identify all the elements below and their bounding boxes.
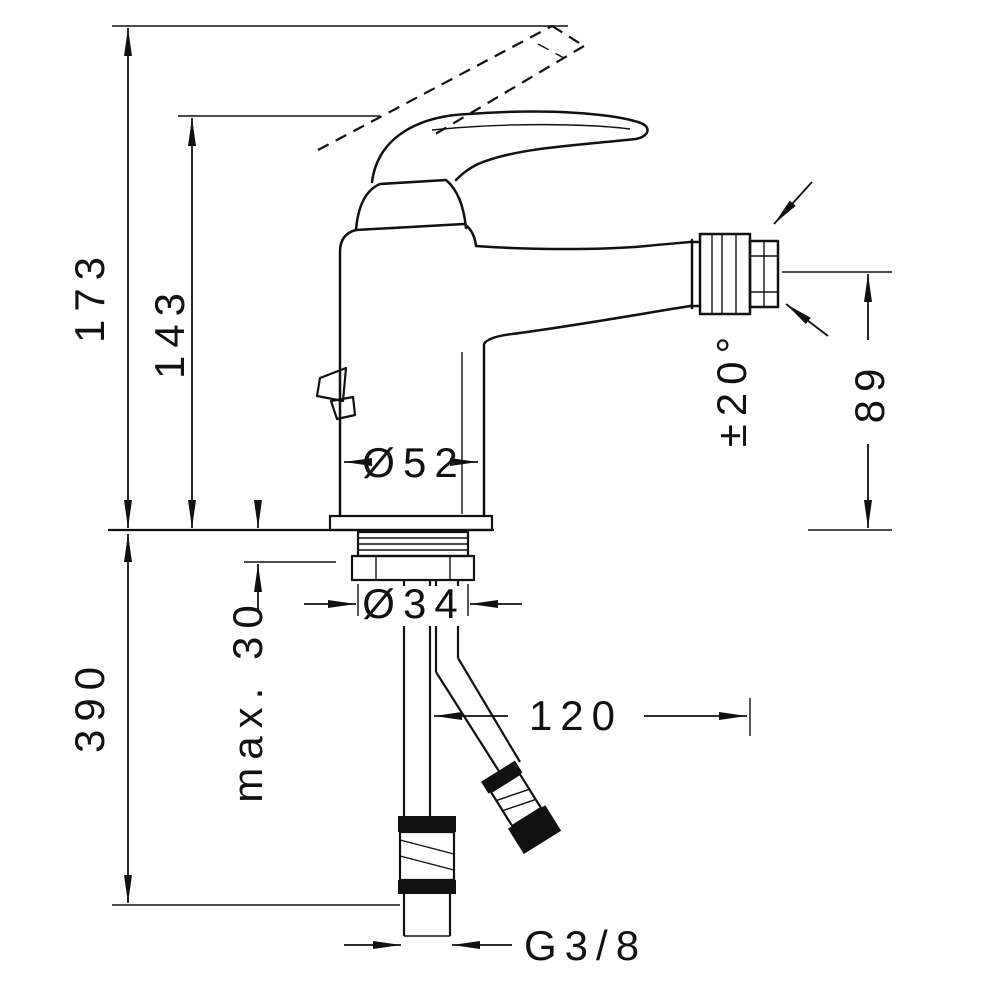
angled-hose-fitting bbox=[481, 760, 562, 855]
dimension-labels: 173 143 390 max. 30 89 ±20° Ø52 Ø34 120 … bbox=[66, 249, 893, 969]
dimension-lines bbox=[124, 28, 872, 949]
label-mask bbox=[362, 586, 466, 626]
dim-label-outlet-height: 89 bbox=[846, 361, 893, 424]
swivel-arrow-lower bbox=[785, 303, 829, 337]
dim-label-max-deck-thickness: max. 30 bbox=[224, 597, 271, 802]
dim-label-total-height: 173 bbox=[66, 249, 113, 343]
dim-label-body-height: 143 bbox=[146, 285, 193, 379]
mounting-hardware bbox=[350, 530, 476, 582]
dim-label-spout-projection: 120 bbox=[529, 692, 623, 739]
extension-lines bbox=[108, 25, 892, 906]
handle-base bbox=[354, 178, 468, 232]
mounting-nut bbox=[350, 554, 476, 582]
handle bbox=[354, 110, 649, 232]
dim-label-swivel-angle: ±20° bbox=[708, 329, 755, 448]
dim-label-shank-diameter: Ø34 bbox=[362, 580, 465, 627]
faucet-body bbox=[315, 222, 692, 532]
handle-raised-dashed bbox=[317, 25, 585, 151]
dim-label-connection-thread: G3/8 bbox=[524, 922, 647, 969]
dim-label-base-diameter: Ø52 bbox=[362, 439, 465, 486]
swivel-arrow-upper bbox=[773, 181, 813, 225]
base-escutcheon bbox=[328, 514, 494, 532]
temperature-stop-lever bbox=[315, 366, 348, 403]
dim-label-hose-length: 390 bbox=[66, 659, 113, 753]
spray-head bbox=[688, 232, 780, 316]
straight-hose-fitting bbox=[398, 816, 456, 937]
handle-lever bbox=[370, 110, 649, 184]
supply-hoses bbox=[398, 580, 562, 937]
